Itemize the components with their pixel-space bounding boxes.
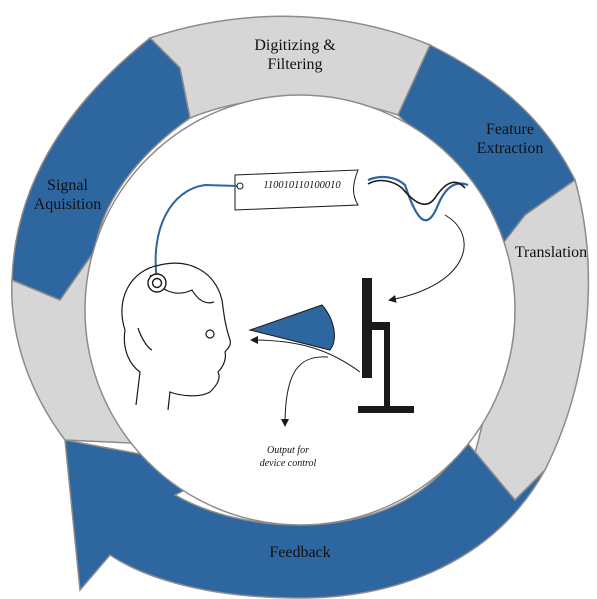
strip-connector bbox=[236, 182, 244, 190]
arrow-to-output bbox=[281, 356, 329, 427]
display-beam-icon bbox=[248, 304, 335, 351]
stage-arrow-signal-acquisition bbox=[11, 36, 191, 301]
label-feature-extraction: Feature Extraction bbox=[476, 121, 544, 157]
electrode-icon bbox=[147, 273, 167, 293]
data-strip-icon bbox=[234, 169, 359, 211]
label-feedback: Feedback bbox=[269, 544, 331, 561]
output-label: Output for device control bbox=[259, 445, 317, 469]
label-signal-acquisition: Signal Aquisition bbox=[33, 177, 102, 213]
label-digitizing-filtering: Digitizing & Filtering bbox=[254, 37, 336, 73]
inner-disc bbox=[84, 94, 516, 526]
arrow-to-head bbox=[250, 336, 361, 373]
electrode-wire bbox=[154, 183, 239, 281]
label-translation: Translation bbox=[514, 244, 588, 261]
signal-waveform-icon bbox=[367, 175, 469, 222]
binary-string: 110010110100010 bbox=[263, 180, 341, 191]
arrow-to-monitor bbox=[388, 214, 465, 303]
monitor-icon bbox=[358, 278, 414, 413]
